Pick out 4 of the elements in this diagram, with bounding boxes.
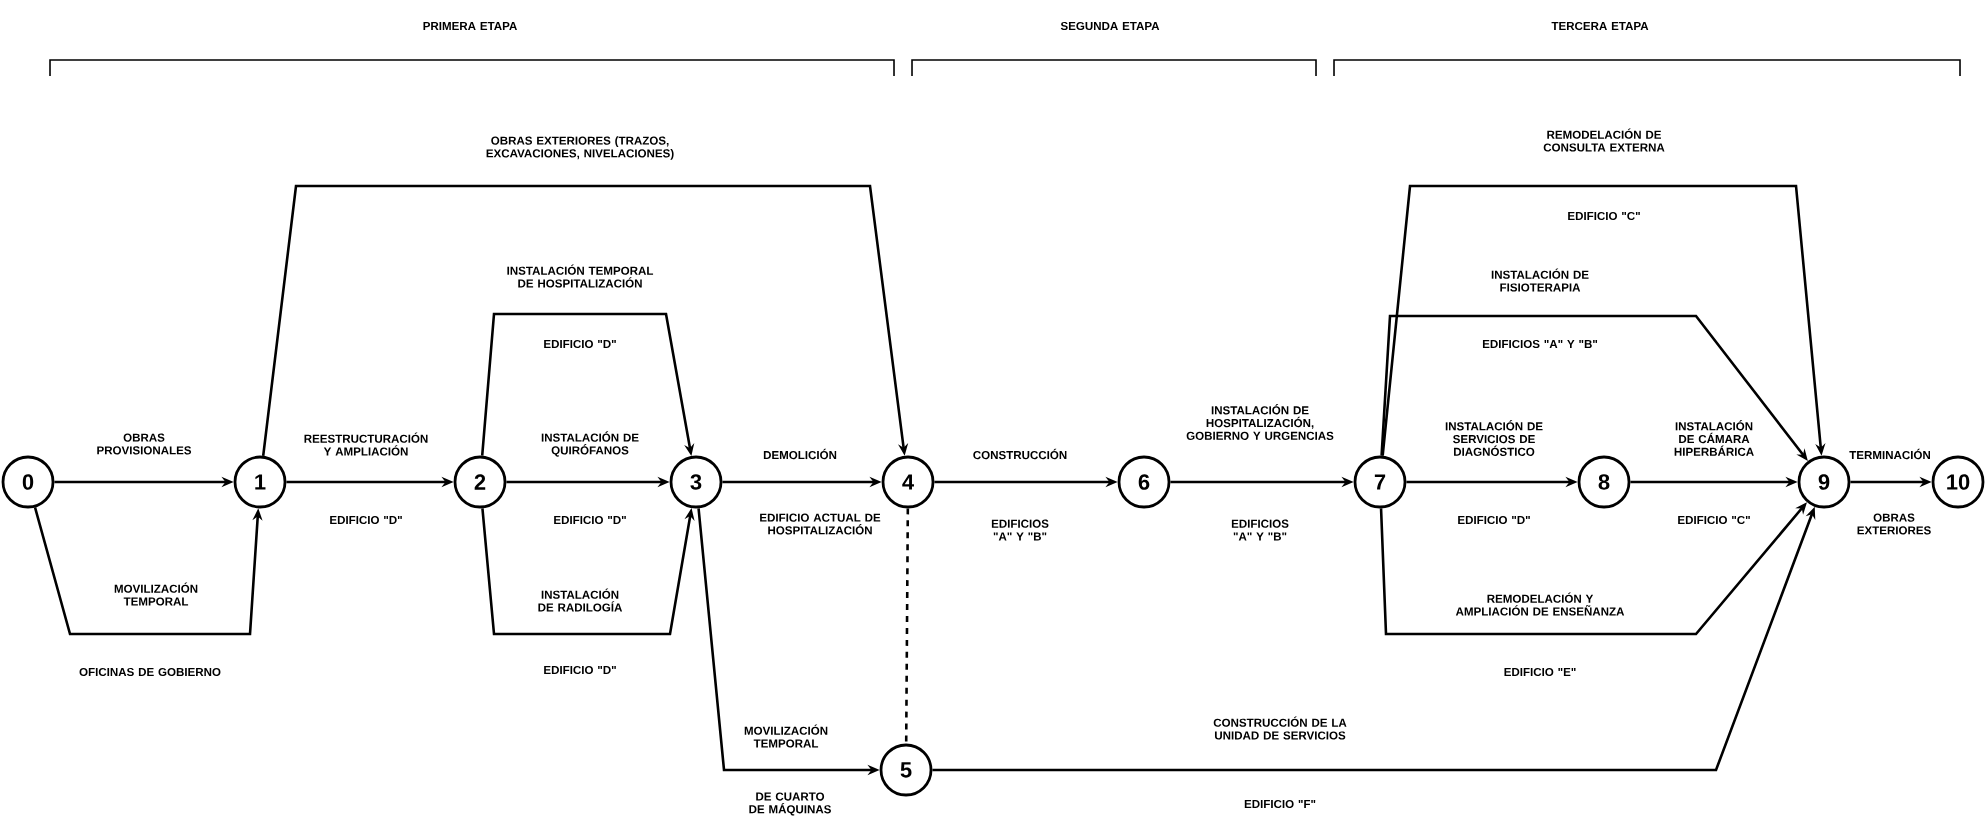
arrow — [480, 312, 695, 456]
arrow — [1381, 184, 1826, 456]
dashed-line — [904, 508, 910, 744]
arrow — [261, 184, 909, 456]
